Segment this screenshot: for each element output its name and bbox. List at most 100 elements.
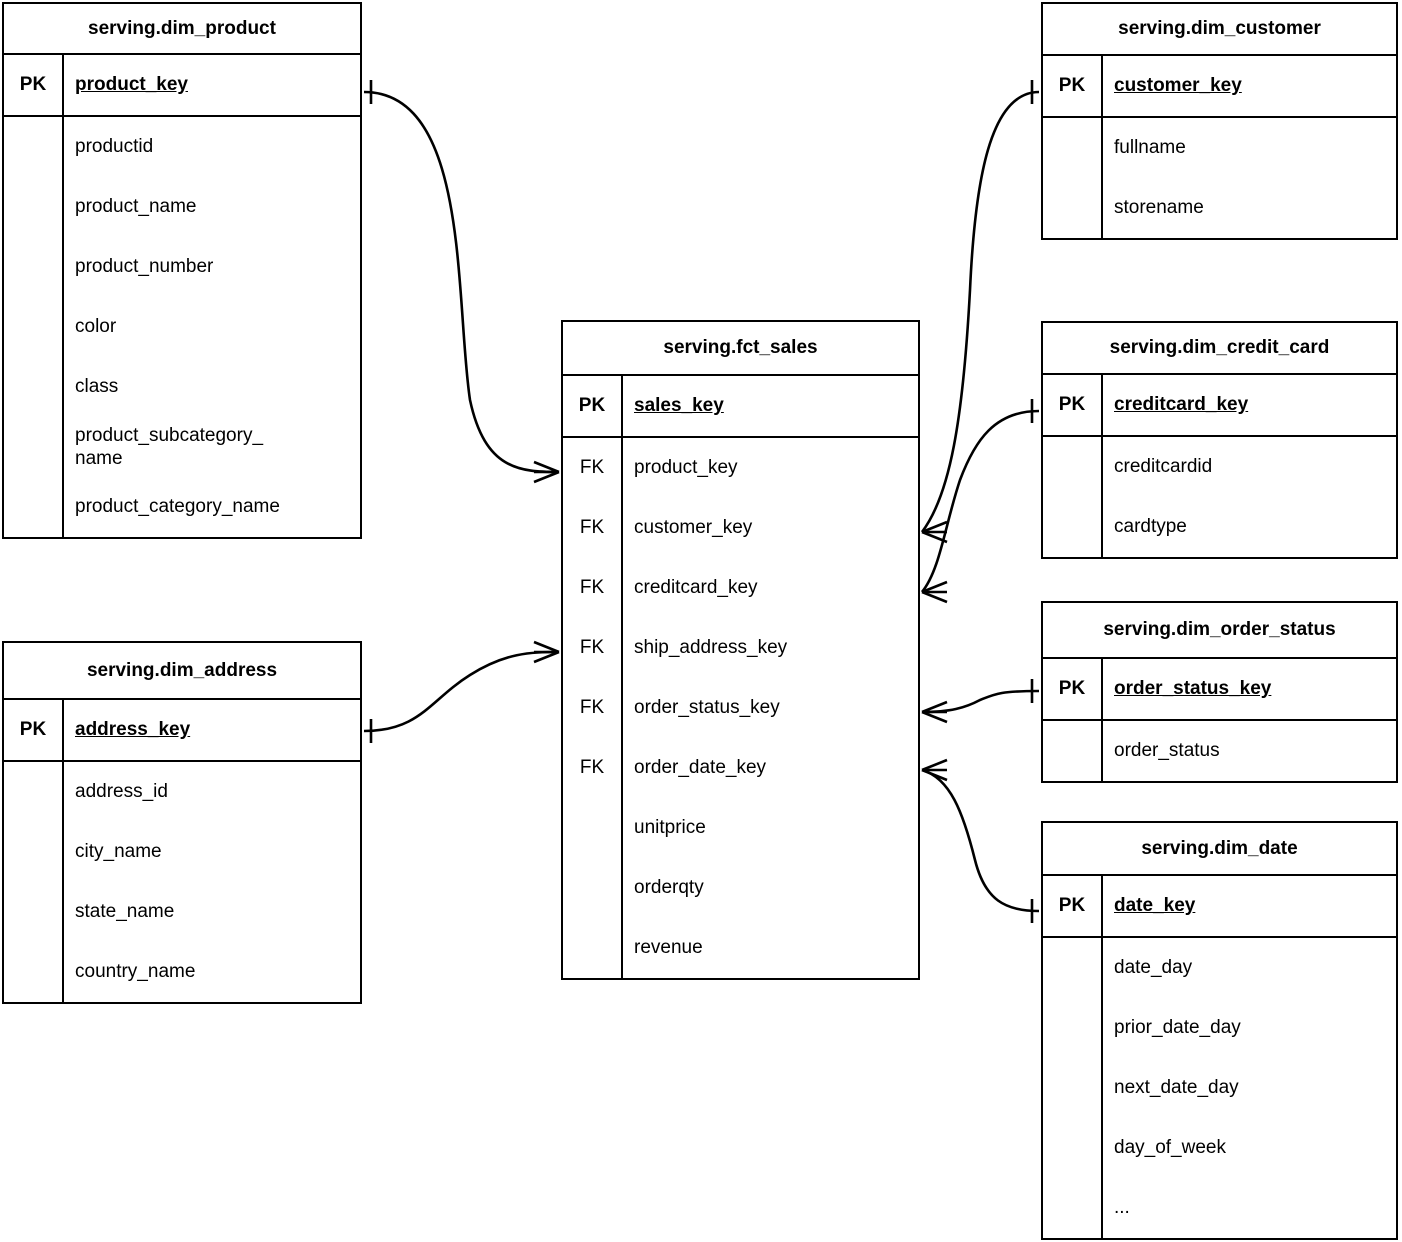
relationship-customer [920,80,1040,544]
column-name-fullname: fullname [1114,137,1186,159]
key-label-fk: FK [579,517,605,538]
column-name-address-key: address_key [75,719,191,740]
column-name-ship-address-key: ship_address_key [634,637,788,659]
key-label-fk: FK [579,577,605,598]
column-name-day-of-week: day_of_week [1114,1137,1226,1159]
key-cell [563,798,621,858]
column-name-storename: storename [1114,197,1204,219]
column-name-order-date-key: order_date_key [634,757,767,779]
key-cell [1043,938,1101,998]
relationship-order-status [921,679,1040,724]
column-name-product-name: product_name [75,196,197,218]
attribute-keycolumn-dim-product [4,117,64,537]
column-name-creditcard-key: creditcard_key [634,577,758,599]
entity-dim-customer[interactable]: serving.dim_customer PK customer_key ful… [1041,2,1398,240]
entity-rows-dim-credit-card: PK creditcard_key creditcardid cardtype [1043,375,1396,557]
column-name-date-key: date_key [1114,895,1196,916]
key-cell [4,942,62,1002]
entity-fct-sales[interactable]: serving.fct_sales PK sales_key FK FK FK … [561,320,920,980]
key-label-fk: FK [579,637,605,658]
key-label-fk: FK [579,457,605,478]
attribute-keycolumn-dim-address [4,762,64,1002]
column-name-sales-key: sales_key [634,395,724,416]
key-label-pk: PK [1043,375,1103,435]
row-dim-credit-card-pk[interactable]: PK creditcard_key [1043,375,1396,437]
attribute-names-dim-credit-card: creditcardid cardtype [1103,437,1396,557]
row-dim-customer-pk[interactable]: PK customer_key [1043,56,1396,118]
key-label-pk: PK [1043,876,1103,936]
entity-dim-address[interactable]: serving.dim_address PK address_key addre… [2,641,362,1004]
column-name-cardtype: cardtype [1114,516,1187,538]
entity-title-dim-product: serving.dim_product [4,4,360,55]
column-name-customer-key: customer_key [634,517,753,539]
crows-foot-product [533,460,560,484]
attribute-names-dim-address: address_id city_name state_name country_… [64,762,360,1002]
key-cell [1043,437,1101,497]
row-dim-order-status-pk[interactable]: PK order_status_key [1043,659,1396,721]
attribute-block-dim-order-status: order_status [1043,721,1396,781]
entity-rows-dim-address: PK address_key address_id city_name stat… [4,700,360,1002]
column-name-color: color [75,316,117,338]
key-cell [4,822,62,882]
entity-title-dim-date: serving.dim_date [1043,823,1396,876]
column-name-prior-date-day: prior_date_day [1114,1017,1241,1039]
relationship-credit-card [920,399,1040,604]
attribute-keycolumn-dim-order-status [1043,721,1103,781]
column-name-class: class [75,376,119,398]
key-cell [1043,118,1101,178]
column-name-product-subcategory-name: product_subcategory_ name [75,424,264,469]
key-cell [4,357,62,417]
key-label-pk: PK [1043,659,1103,719]
attribute-block-dim-customer: fullname storename [1043,118,1396,238]
relationship-date [921,758,1040,923]
row-fct-sales-pk[interactable]: PK sales_key [563,376,918,438]
entity-dim-credit-card[interactable]: serving.dim_credit_card PK creditcard_ke… [1041,321,1398,559]
column-name-country-name: country_name [75,961,196,983]
key-cell [1043,497,1101,557]
entity-dim-date[interactable]: serving.dim_date PK date_key date_day pr… [1041,821,1398,1240]
column-name-next-date-day: next_date_day [1114,1077,1239,1099]
crows-foot-date [921,758,948,782]
entity-title-dim-order-status: serving.dim_order_status [1043,603,1396,659]
relationship-address [363,640,560,743]
key-cell [4,297,62,357]
column-name-productid: productid [75,136,154,158]
crows-foot-credit-card [921,580,948,604]
key-label-pk: PK [4,55,64,115]
row-dim-date-pk[interactable]: PK date_key [1043,876,1396,938]
crows-foot-address [533,640,560,664]
entity-title-dim-address: serving.dim_address [4,643,360,700]
entity-title-fct-sales: serving.fct_sales [563,322,918,376]
key-cell [4,882,62,942]
entity-dim-order-status[interactable]: serving.dim_order_status PK order_status… [1041,601,1398,783]
column-name-product-key: product_key [75,74,188,95]
entity-rows-fct-sales: PK sales_key FK FK FK FK FK FK product_k… [563,376,918,978]
entity-dim-product[interactable]: serving.dim_product PK product_key produ… [2,2,362,539]
row-dim-product-pk[interactable]: PK product_key [4,55,360,117]
attribute-names-dim-product: productid product_name product_number co… [64,117,360,537]
attribute-keycolumn-fct-sales: FK FK FK FK FK FK [563,438,623,978]
key-cell [4,477,62,537]
attribute-keycolumn-dim-credit-card [1043,437,1103,557]
column-name-unitprice: unitprice [634,817,706,839]
column-name-date-day: date_day [1114,957,1193,979]
key-cell [1043,1058,1101,1118]
column-name-ellipsis: ... [1114,1197,1130,1219]
attribute-names-dim-date: date_day prior_date_day next_date_day da… [1103,938,1396,1238]
key-cell [1043,998,1101,1058]
attribute-block-dim-date: date_day prior_date_day next_date_day da… [1043,938,1396,1238]
crows-foot-order-status [921,700,948,724]
key-cell [1043,178,1101,238]
column-name-city-name: city_name [75,841,162,863]
key-label-pk: PK [4,700,64,760]
column-name-creditcard-key: creditcard_key [1114,394,1249,415]
key-cell [563,918,621,978]
column-name-order-status-key: order_status_key [1114,678,1272,699]
attribute-names-fct-sales: product_key customer_key creditcard_key … [623,438,918,978]
entity-rows-dim-order-status: PK order_status_key order_status [1043,659,1396,781]
row-dim-address-pk[interactable]: PK address_key [4,700,360,762]
column-name-product-number: product_number [75,256,214,278]
column-name-orderqty: orderqty [634,877,704,899]
entity-title-dim-customer: serving.dim_customer [1043,4,1396,56]
key-cell [1043,1118,1101,1178]
